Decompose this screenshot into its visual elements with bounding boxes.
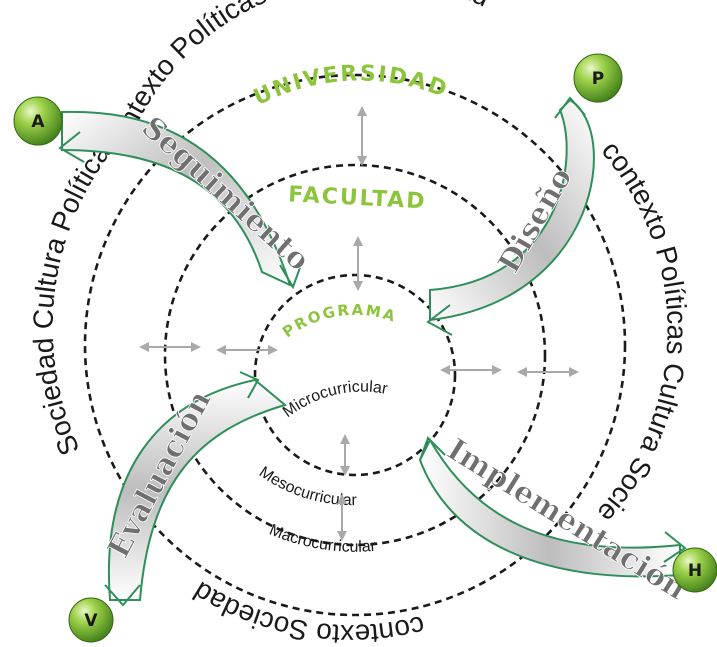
node-h: H [672, 547, 717, 593]
seguimiento-arrow: Seguimiento [58, 110, 317, 290]
node-v: V [68, 597, 114, 643]
outer-ring [83, 73, 627, 617]
double-arrow-icon [139, 342, 201, 352]
universidad-label: UNIVERSIDAD [250, 61, 452, 110]
middle-ring [163, 163, 547, 547]
microcurricular-label: Microcurricular [280, 379, 390, 421]
double-arrow-icon [353, 236, 363, 291]
ring-words-left: Sociedad Cultura Políticas [28, 126, 125, 460]
double-arrow-icon [337, 494, 347, 541]
node-p: P [573, 53, 623, 103]
double-arrow-icon [340, 434, 350, 476]
double-arrow-icon [216, 345, 278, 355]
evaluacion-arrow: Evaluación [101, 371, 288, 607]
node-p-label: P [592, 69, 604, 89]
node-a: A [13, 96, 63, 146]
double-arrow-icon [517, 367, 579, 377]
double-arrow-icon [440, 365, 502, 375]
double-arrow-icon [357, 106, 367, 166]
diseno-arrow: Diseño [426, 96, 595, 336]
node-v-label: V [84, 611, 98, 631]
programa-label: PROGRAMA [279, 301, 399, 342]
node-a-label: A [31, 112, 45, 132]
inner-ring [253, 273, 457, 477]
macrocurricular-label: Macrocurricular [267, 522, 377, 556]
small-arrows [139, 106, 579, 541]
facultad-label: FACULTAD [288, 182, 428, 214]
node-h-label: H [688, 561, 702, 581]
